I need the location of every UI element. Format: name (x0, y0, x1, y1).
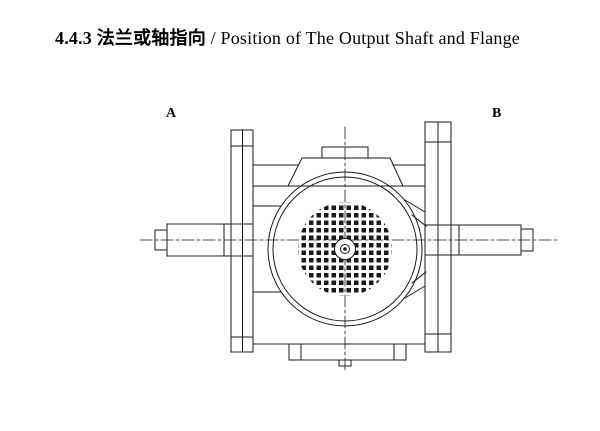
base-plate (288, 343, 407, 361)
base (252, 343, 426, 367)
drawing-root (139, 121, 559, 374)
cover-outer-circle (267, 171, 423, 327)
center-dot (343, 247, 347, 251)
left-flange (230, 129, 254, 353)
housing-cover (252, 171, 423, 327)
right-hub-slant-2 (404, 285, 426, 299)
section-title: 4.4.3 法兰或轴指向 / Position of The Output Sh… (55, 24, 520, 50)
right-flange (424, 121, 452, 353)
right-hub-slant-3 (411, 214, 427, 227)
top-trapezoid (287, 157, 404, 187)
position-label-a: A (166, 106, 177, 121)
right-hub-slant-4 (411, 271, 427, 284)
section-title-zh: 4.4.3 法兰或轴指向 (55, 28, 206, 48)
right-output-shaft (450, 224, 534, 256)
housing-top (252, 146, 426, 187)
center-bore (340, 244, 350, 254)
right-hub-slant-1 (404, 199, 426, 213)
right-shaft-end (520, 228, 534, 252)
cover-inner-circle (272, 176, 418, 322)
position-label-b: B (492, 106, 502, 121)
left-output-shaft (154, 223, 254, 257)
section-title-en: / Position of The Output Shaft and Flang… (205, 28, 520, 48)
right-hub (404, 199, 427, 299)
